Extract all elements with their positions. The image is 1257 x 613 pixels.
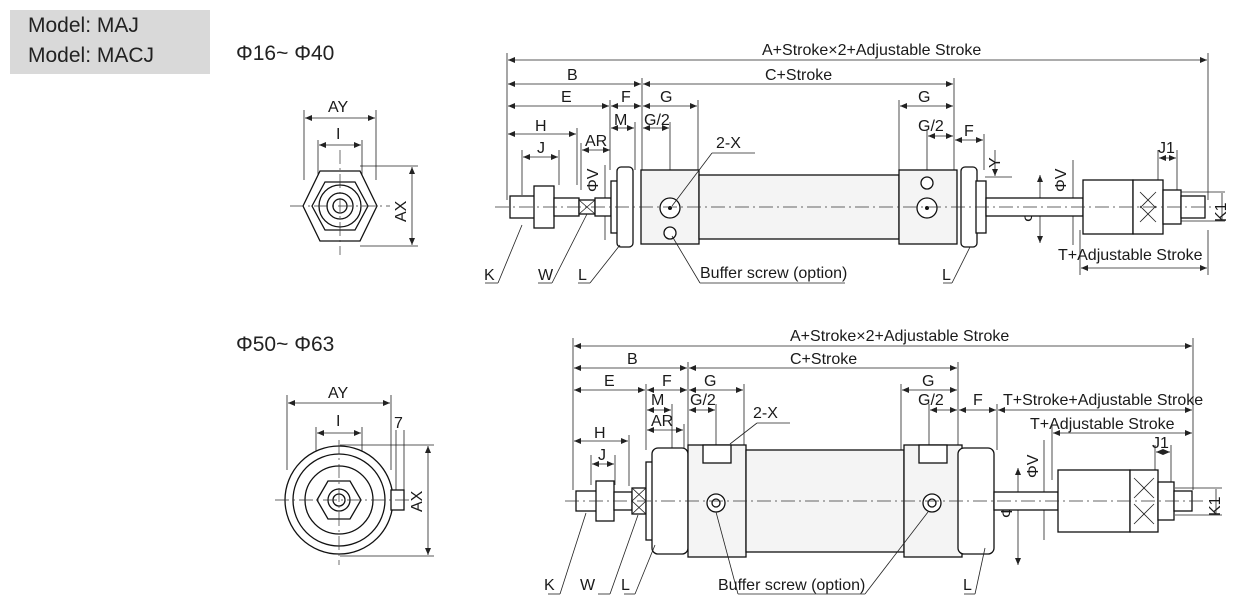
small-end-i: I [336,126,340,143]
large-dim-k1: K1 [1207,496,1224,516]
small-dim-h: H [535,118,547,135]
large-end-i: I [336,413,340,430]
small-callout-w: W [538,267,554,284]
large-end-7: 7 [394,415,403,432]
small-dim-t: T+Adjustable Stroke [1058,247,1203,264]
large-dim-g2: G/2 [690,392,716,409]
large-callout-l: L [621,577,630,594]
model-label-box [10,10,210,74]
small-dim-k1: K1 [1213,202,1230,222]
small-side-view: A+Stroke×2+Adjustable Stroke B C+Stroke … [484,42,1230,284]
large-dim-f-right: F [973,392,983,409]
small-callout-l-right: L [942,267,951,284]
small-callout-l: L [578,267,587,284]
small-end-view: AY I AX [290,99,418,255]
large-callout-l-right: L [963,577,972,594]
large-dim-c: C+Stroke [790,351,857,368]
small-dim-g: G [660,89,672,106]
large-dim-a: A+Stroke×2+Adjustable Stroke [790,328,1009,345]
small-dim-e: E [561,89,572,106]
large-dim-t-stroke: T+Stroke+Adjustable Stroke [1003,392,1203,409]
small-dim-c: C+Stroke [765,67,832,84]
small-dim-y: Y [987,157,1004,168]
large-dim-g: G [704,373,716,390]
large-dim-g2-right: G/2 [918,392,944,409]
small-dim-b: B [567,67,578,84]
large-dim-g-right: G [922,373,934,390]
small-dim-f-right: F [964,123,974,140]
large-end-view: AY I 7 AX [275,385,434,565]
large-dim-h: H [594,425,606,442]
small-dim-g-right: G [918,89,930,106]
large-callout-x: 2-X [753,405,778,422]
large-end-ax: AX [409,490,426,512]
small-dim-v: ΦV [585,168,602,192]
large-side-view: A+Stroke×2+Adjustable Stroke B C+Stroke … [544,328,1224,595]
range-large: Φ50~ Φ63 [236,333,335,356]
small-dim-j1: J1 [1158,140,1175,157]
small-dim-j: J [537,140,545,157]
model-macj: Model: MACJ [28,44,155,67]
model-maj: Model: MAJ [28,14,139,37]
small-callout-k: K [484,267,495,284]
large-dim-t: T+Adjustable Stroke [1030,416,1175,433]
large-dim-j1: J1 [1152,435,1169,452]
small-dim-m: M [614,112,627,129]
large-callout-w: W [580,577,596,594]
large-dim-e: E [604,373,615,390]
small-dim-g2: G/2 [644,112,670,129]
small-dim-f: F [621,89,631,106]
small-dim-ar: AR [585,133,607,150]
large-dim-m: M [651,392,664,409]
small-dim-v-right: ΦV [1053,168,1070,192]
large-dim-b: B [627,351,638,368]
small-dim-g2-right: G/2 [918,118,944,135]
large-end-ay: AY [328,385,348,402]
large-dim-v: ΦV [1025,454,1042,478]
large-dim-ar: AR [651,413,673,430]
small-callout-buffer: Buffer screw (option) [700,265,847,282]
large-dim-j: J [598,447,606,464]
range-small: Φ16~ Φ40 [236,42,335,65]
small-end-ax: AX [393,200,410,222]
large-dim-f: F [662,373,672,390]
small-end-ay: AY [328,99,348,116]
small-dim-a: A+Stroke×2+Adjustable Stroke [762,42,981,59]
small-callout-x: 2-X [716,135,741,152]
large-callout-buffer: Buffer screw (option) [718,577,865,594]
large-callout-k: K [544,577,555,594]
